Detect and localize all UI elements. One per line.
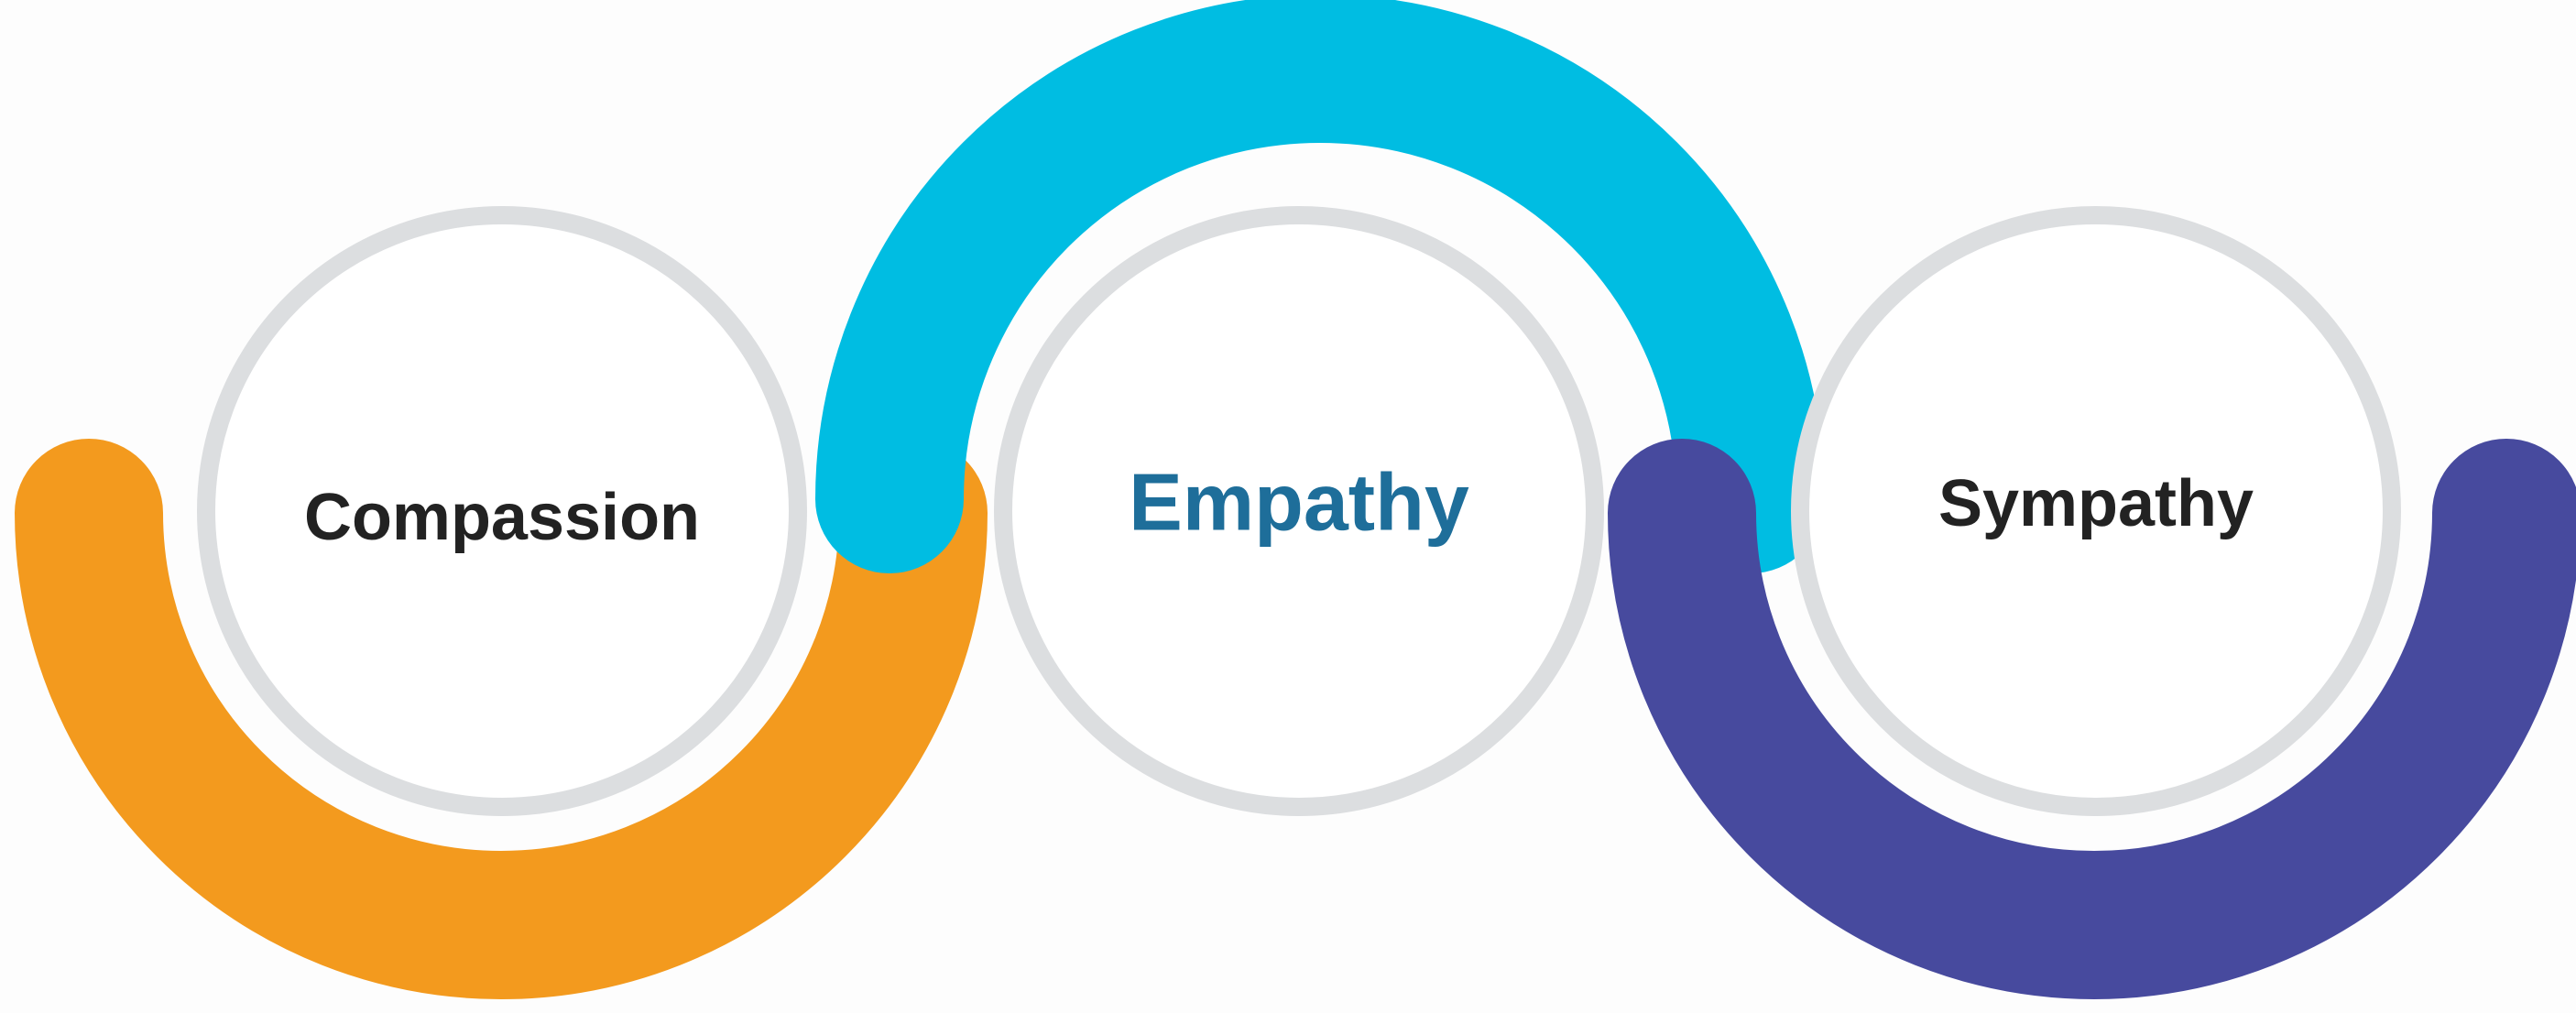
- compassion-node: Compassion: [197, 206, 807, 816]
- sympathy-node: Sympathy: [1791, 206, 2401, 816]
- compassion-arc: [15, 439, 988, 999]
- empathy-arc: [815, 0, 1825, 573]
- compassion-ring: [197, 206, 807, 816]
- empathy-label: Empathy: [1129, 456, 1469, 547]
- sympathy-arc: [1608, 439, 2576, 999]
- sympathy-label: Sympathy: [1938, 467, 2254, 540]
- empathy-ring: [994, 206, 1604, 816]
- sympathy-ring: [1791, 206, 2401, 816]
- compassion-label: Compassion: [304, 481, 700, 554]
- empathy-node: Empathy: [994, 206, 1604, 816]
